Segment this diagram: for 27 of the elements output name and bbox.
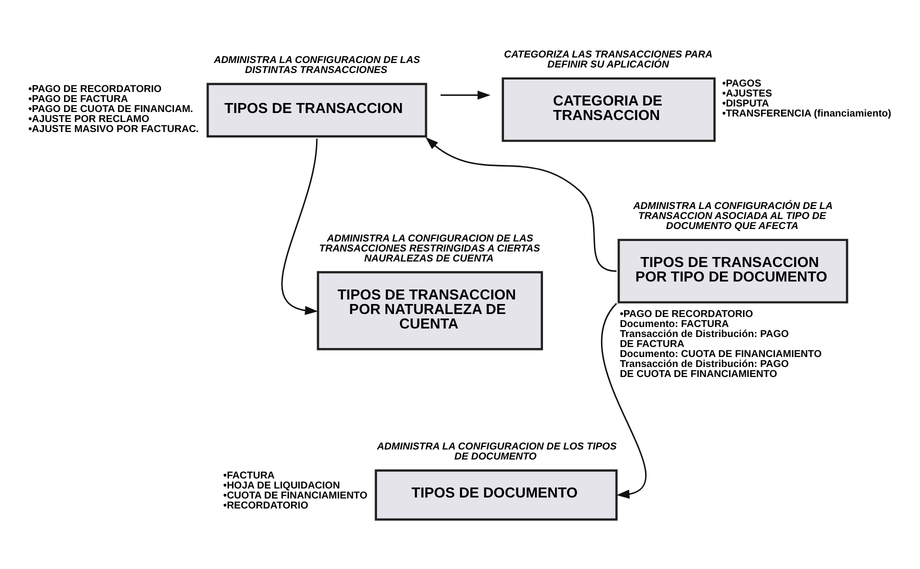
node-label: •TRANSFERENCIA (financiamiento) [722,108,892,120]
node-label: ADMINISTRA LA CONFIGURACION DE LAS TRANSACCIONES RESTRINGIDAS A CIERTAS NAURALEZAS DE CUENTA [319,233,540,264]
node-label: •PAGO DE RECORDATORIO [620,309,754,320]
arrow [601,303,646,499]
node-label: •FACTURA [223,470,275,482]
node-label: •PAGOS [722,78,762,90]
node-label: Documento: CUOTA DE FINANCIAMIENTO [620,349,822,360]
node-label: Documento: FACTURA [620,319,729,330]
node-label: •AJUSTE MASIVO POR FACTURAC. [28,124,199,136]
arrow [440,90,491,100]
node-label: •HOJA DE LIQUIDACION [223,480,340,492]
node-label: •DISPUTA [722,98,770,110]
node-label: •AJUSTE POR RECLAMO [28,114,150,126]
node-label: ADMINISTRA LA CONFIGURACION DE LAS DISTINTAS TRANSACCIONES [214,55,420,76]
node-label: Transacción de Distribución: PAGO DE FACTURA [620,329,789,350]
node-label: CATEGORIZA LAS TRANSACCIONES PARA DEFINIR SU APLICACIÓN [504,50,712,71]
node-label: •PAGO DE RECORDATORIO [28,84,162,96]
arrow [426,137,617,272]
arrow [282,138,318,316]
node-label: •CUOTA DE FINANCIAMIENTO [223,490,368,502]
node-label: Transacción de Distribución: PAGO DE CUOTA DE FINANCIAMIENTO [620,359,789,380]
node-label: ADMINISTRA LA CONFIGURACIÓN DE LA TRANSACCION ASOCIADA AL TIPO DE DOCUMENTO QUE AFECTA [633,200,833,232]
node-label: •RECORDATORIO [223,500,308,512]
node-label: •PAGO DE CUOTA DE FINANCIAM. [28,104,194,116]
node-label: •AJUSTES [722,88,772,100]
node-label: •PAGO DE FACTURA [28,94,128,106]
node-label: ADMINISTRA LA CONFIGURACION DE LOS TIPOS DE DOCUMENTO [377,442,617,463]
